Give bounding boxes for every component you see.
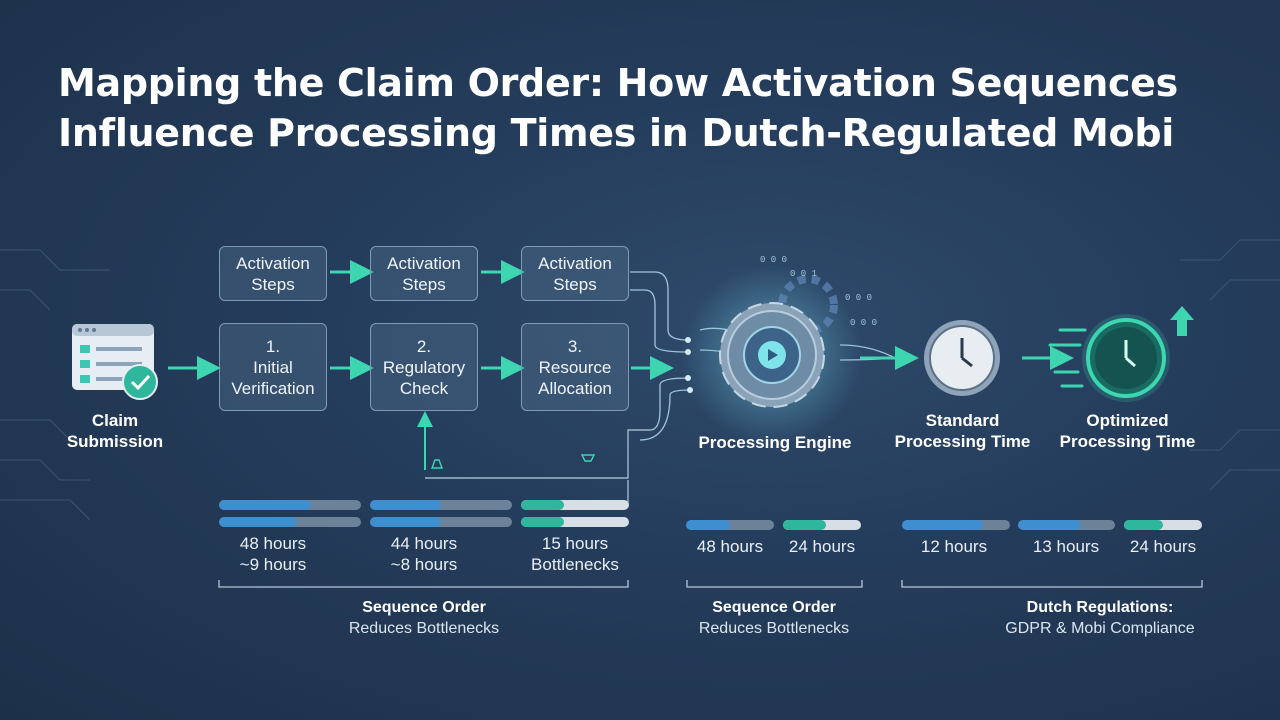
feedback-line: [425, 429, 650, 479]
title-line-1: Mapping the Claim Order: How Activation …: [58, 61, 1178, 105]
bar-fill: [370, 500, 441, 510]
activation-steps-label: Activation Steps: [236, 253, 310, 294]
engine-value-1: 48 hours: [696, 537, 764, 556]
circuit-right: [1180, 239, 1280, 491]
bar-fill: [370, 517, 441, 527]
sequence-value-3: 15 hours Bottlenecks: [531, 534, 619, 574]
claim-form-icon: [72, 324, 158, 400]
circuit-left: [0, 249, 130, 521]
caption-regulations: Dutch Regulations: GDPR & Mobi Complianc…: [960, 597, 1240, 639]
svg-text:0 0 1: 0 0 1: [790, 269, 817, 279]
caption-text: GDPR & Mobi Compliance: [1005, 620, 1195, 637]
step-label: Initial Verification: [231, 357, 315, 398]
engine-bar-1: [686, 520, 774, 530]
step-regulatory-check[interactable]: 2. Regulatory Check: [370, 323, 478, 411]
loop-icon-right: [580, 454, 596, 462]
title-line-2: Influence Processing Times in Dutch-Regu…: [58, 111, 1174, 155]
caption-sequence-1: Sequence Order Reduces Bottlenecks: [219, 597, 629, 639]
standard-processing-label: Standard Processing Time: [894, 411, 1031, 451]
svg-text:0 0 0: 0 0 0: [850, 318, 877, 328]
bar-fill: [783, 520, 826, 530]
claim-submission-label: Claim Submission: [66, 411, 164, 451]
engine-value-2: 24 hours: [788, 537, 856, 556]
fast-clock-icon: [1048, 306, 1194, 402]
bar-fill: [902, 520, 983, 530]
step-initial-verification[interactable]: 1. Initial Verification: [219, 323, 327, 411]
activation-steps-box-3[interactable]: Activation Steps: [521, 246, 629, 301]
sequence-bar-3a: [521, 500, 629, 510]
step-label: Regulatory Check: [382, 357, 466, 398]
bar-fill: [686, 520, 730, 530]
sequence-bar-1a: [219, 500, 361, 510]
time-bar-2: [1018, 520, 1115, 530]
time-value-1: 12 hours: [920, 537, 988, 556]
svg-text:0 0 0: 0 0 0: [845, 293, 872, 303]
bar-fill: [521, 500, 565, 510]
sequence-bar-2b: [370, 517, 512, 527]
bar-fill: [521, 517, 565, 527]
activation-steps-box-2[interactable]: Activation Steps: [370, 246, 478, 301]
sequence-bar-3b: [521, 517, 629, 527]
caption-title: Sequence Order: [712, 599, 836, 616]
step-number: 2.: [416, 336, 432, 356]
activation-steps-label: Activation Steps: [387, 253, 461, 294]
bracket-lines: [218, 580, 1203, 588]
activation-steps-box-1[interactable]: Activation Steps: [219, 246, 327, 301]
sequence-bar-1b: [219, 517, 361, 527]
caption-text: Reduces Bottlenecks: [348, 620, 500, 637]
clock-icon: [924, 320, 1000, 396]
caption-sequence-2: Sequence Order Reduces Bottlenecks: [674, 597, 874, 639]
bar-fill: [1124, 520, 1163, 530]
processing-engine-label: Processing Engine: [698, 433, 852, 452]
step-number: 1.: [265, 336, 281, 356]
page-title: Mapping the Claim Order: How Activation …: [58, 58, 1238, 158]
bar-fill: [1018, 520, 1082, 530]
step-label: Resource Allocation: [538, 357, 612, 398]
time-value-3: 24 hours: [1129, 537, 1197, 556]
sequence-value-1: 48 hours ~9 hours: [239, 534, 307, 574]
up-arrow-icon: [1170, 306, 1194, 336]
time-bar-3: [1124, 520, 1202, 530]
bar-fill: [219, 517, 298, 527]
optimized-processing-label: Optimized Processing Time: [1059, 411, 1196, 451]
engine-bar-2: [783, 520, 861, 530]
caption-title: Dutch Regulations:: [1026, 599, 1174, 616]
bar-fill: [219, 500, 312, 510]
activation-steps-label: Activation Steps: [538, 253, 612, 294]
gear-icon: 0 0 00 0 1 0 0 00 0 0: [682, 255, 877, 445]
sequence-bar-2a: [370, 500, 512, 510]
time-value-2: 13 hours: [1032, 537, 1100, 556]
step-resource-allocation[interactable]: 3. Resource Allocation: [521, 323, 629, 411]
caption-title: Sequence Order: [362, 599, 486, 616]
time-bar-1: [902, 520, 1010, 530]
caption-text: Reduces Bottlenecks: [698, 620, 850, 637]
loop-icon-left: [430, 459, 444, 469]
sequence-value-2: 44 hours ~8 hours: [390, 534, 458, 574]
step-number: 3.: [567, 336, 583, 356]
svg-text:0 0 0: 0 0 0: [760, 255, 787, 265]
